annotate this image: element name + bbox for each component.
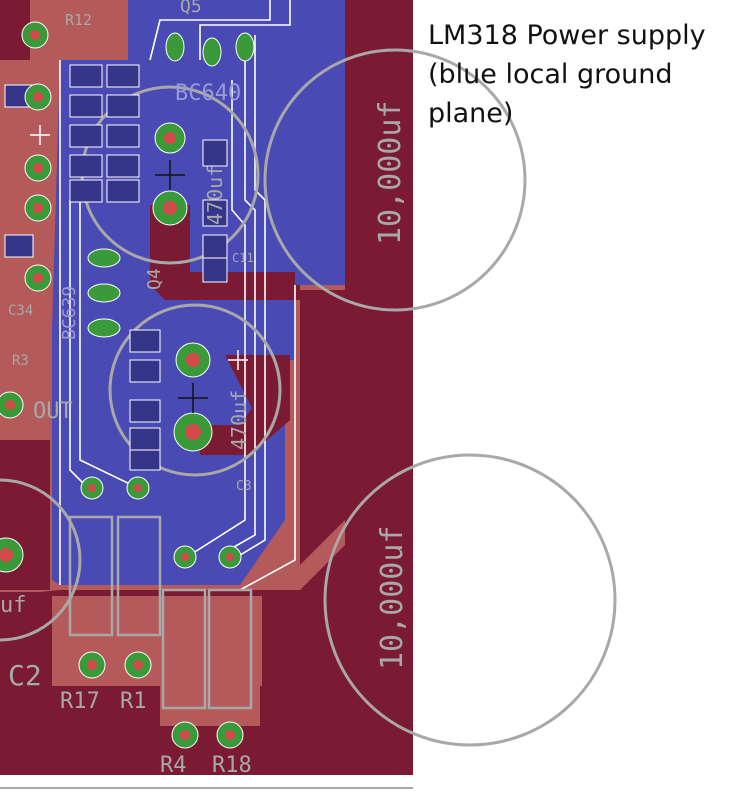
label-r17: R17: [60, 689, 100, 714]
label-bc640: BC640: [175, 81, 241, 106]
label-c3: C3: [236, 479, 252, 494]
resistor-outlines: [68, 515, 253, 710]
capacitor-outlines: [0, 48, 617, 747]
caption: LM318 Power supply (blue local ground pl…: [428, 16, 728, 133]
caption-line-2: (blue local ground: [428, 59, 673, 90]
label-c2: C2: [8, 659, 42, 692]
label-c11: C11: [232, 251, 254, 265]
silkscreen-labels: 10,000uf 10,000uf 470uf 470uf BC640 Q5 Q…: [0, 0, 410, 778]
smd-pads: [4, 64, 228, 471]
label-r4: R4: [160, 753, 187, 778]
through-hole-pads: [0, 21, 255, 749]
label-c-470-bottom: 470uf: [227, 390, 251, 450]
label-r18: R18: [212, 753, 252, 778]
label-r3: R3: [12, 353, 29, 369]
caption-line-3: plane): [428, 98, 514, 129]
label-bc639: BC639: [59, 286, 80, 340]
caption-line-1: LM318 Power supply: [428, 20, 706, 51]
cap-outline-10000uf-top: [263, 48, 527, 312]
label-out: OUT: [33, 399, 73, 424]
label-uf: uf: [0, 593, 27, 618]
label-c-470-top: 470uf: [203, 165, 227, 225]
cap-outline-470uf-bottom: [108, 303, 282, 477]
signal-traces: [59, 0, 296, 591]
label-cap-big-bottom: 10,000uf: [375, 526, 410, 671]
label-r12: R12: [65, 11, 92, 29]
cap-outline-10000uf-bottom: [323, 453, 617, 747]
label-cap-big-top: 10,000uf: [373, 101, 408, 246]
label-q5: Q5: [180, 0, 202, 17]
cap-outline-left: [0, 478, 82, 642]
label-r1: R1: [120, 689, 147, 714]
bottom-copper-layer: [0, 0, 413, 775]
polarity-marks: [30, 125, 248, 413]
label-q4: Q4: [144, 268, 165, 290]
label-c34: C34: [8, 303, 33, 319]
